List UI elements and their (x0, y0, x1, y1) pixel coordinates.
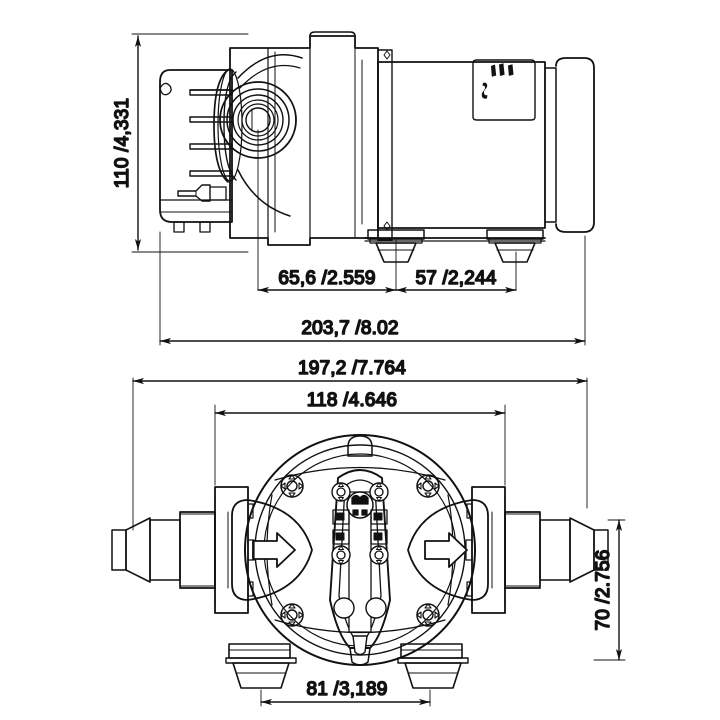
dim-plan-foot-spacing: 81 /3,189 (260, 678, 431, 706)
side-view-dimensions: 110 /4,331 65,6 /2.559 57 /2,244 203,7 /… (111, 35, 586, 345)
bottom-plan-view (111, 377, 626, 707)
dim-side-foot-to-foot-label: 57 /2,244 (415, 268, 496, 289)
housing-top-tab (347, 435, 373, 457)
switch-screw-top-left-icon (331, 482, 351, 502)
dim-plan-body-width: 118 /4.646 (214, 389, 506, 417)
dim-side-head-to-foot-label: 65,6 /2.559 (278, 268, 375, 289)
diaphragm-flange (213, 68, 243, 183)
dim-side-overall-length-label: 203,7 /8.02 (301, 318, 398, 339)
dim-plan-overall-width: 197,2 /7.764 (132, 357, 588, 385)
terminal-block-right (370, 509, 388, 545)
plan-foot-left (225, 643, 297, 689)
dim-plan-depth: 70 /2.756 (592, 519, 623, 661)
dim-plan-depth-label: 70 /2.756 (593, 549, 614, 630)
dim-plan-body-width-label: 118 /4.646 (307, 390, 397, 411)
outlet-port-right (407, 499, 489, 601)
base-plate (364, 237, 546, 242)
dim-plan-overall-width-label: 197,2 /7.764 (298, 358, 406, 379)
dim-side-overall-length: 203,7 /8.02 (159, 317, 586, 345)
switch-bottom-nipple (352, 635, 368, 656)
dim-side-head-to-foot: 65,6 /2.559 (257, 267, 397, 294)
screw-top-left-icon (280, 474, 304, 498)
cooling-fins (189, 89, 233, 177)
screw-bottom-right-icon (416, 603, 440, 627)
switch-screw-top-right-icon (369, 482, 389, 502)
dim-side-height: 110 /4,331 (111, 35, 142, 251)
terminal-block-left (332, 509, 350, 545)
mounting-bracket (377, 49, 393, 241)
lower-bosses (333, 597, 387, 619)
pump-chamber-cover (159, 69, 233, 223)
housing-screws (280, 474, 440, 627)
switch-screw-bottom-right-icon (369, 545, 389, 565)
mounting-foot-right (486, 229, 544, 263)
center-cap-icon (346, 491, 374, 519)
housing-bottom-tab (349, 647, 371, 666)
dim-plan-foot-spacing-label: 81 /3,189 (306, 679, 387, 700)
motor-label-plate (472, 59, 536, 121)
witness-lines (131, 33, 586, 346)
hose-barb-right (465, 486, 609, 614)
plan-witness-lines (132, 377, 626, 707)
pressure-adjust-nipple (177, 184, 227, 202)
pump-head-block (229, 31, 379, 246)
chamber-support-feet (173, 221, 211, 233)
switch-screw-bottom-left-icon (331, 545, 351, 565)
screw-top-right-icon (416, 474, 440, 498)
flow-arrow-right-icon (424, 532, 468, 568)
dim-side-height-label: 110 /4,331 (112, 98, 133, 188)
flow-arrow-left-icon (252, 532, 296, 568)
plan-view-dimensions: 197,2 /7.764 118 /4.646 81 /3,189 70 /2.… (132, 357, 623, 706)
pressure-switch-assembly (329, 469, 391, 656)
plan-foot-right (397, 643, 469, 689)
hose-barb-left (111, 486, 255, 614)
chamber-sweep-line (237, 54, 303, 217)
dim-side-foot-to-foot: 57 /2,244 (395, 267, 517, 294)
screw-bottom-left-icon (280, 603, 304, 627)
label-marks-icon (481, 63, 514, 99)
inlet-port-left (231, 499, 313, 601)
side-elevation-view (131, 31, 595, 346)
